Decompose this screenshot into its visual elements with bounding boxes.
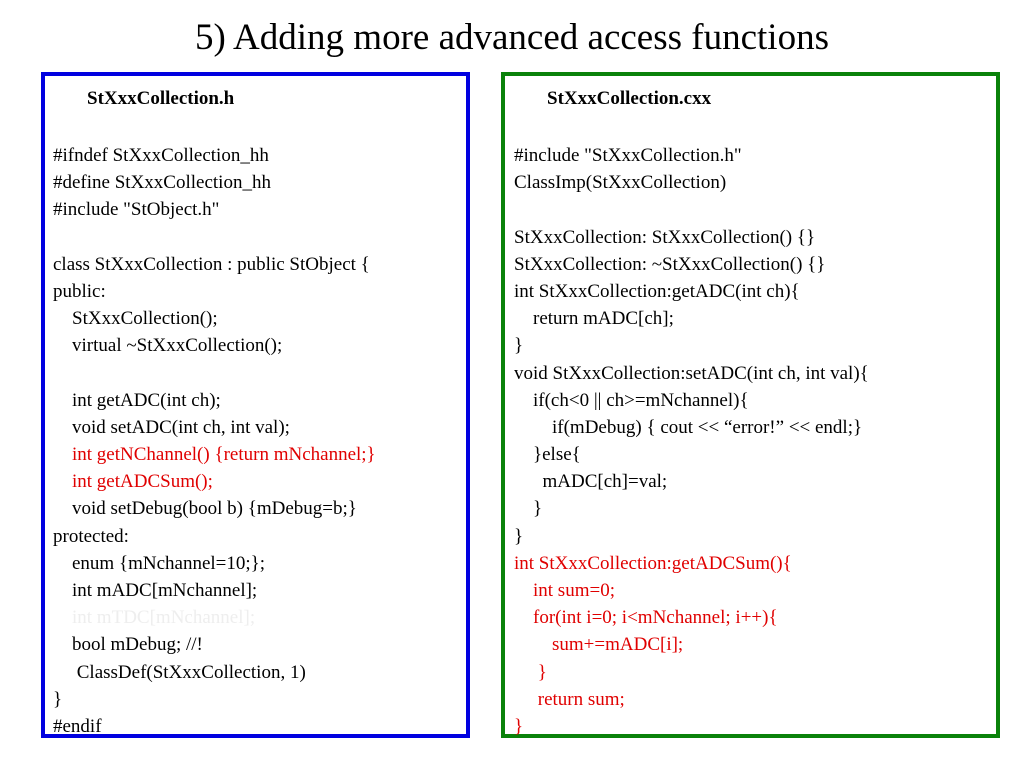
header-file-heading: StXxxCollection.h	[87, 88, 235, 109]
code-line: return mADC[ch];	[514, 308, 674, 330]
code-line: virtual ~StXxxCollection();	[53, 335, 283, 357]
code-line: void setADC(int ch, int val);	[53, 416, 290, 438]
source-file-panel: StXxxCollection.cxx #include "StXxxColle…	[501, 72, 1000, 738]
code-line: #include "StObject.h"	[53, 199, 220, 221]
code-line: bool mDebug; //!	[53, 634, 203, 656]
code-line: void setDebug(bool b) {mDebug=b;}	[53, 498, 357, 520]
code-line: sum+=mADC[i];	[514, 634, 684, 656]
code-line: public:	[53, 280, 106, 302]
code-line: int mTDC[mNchannel];	[53, 607, 256, 629]
code-line: class StXxxCollection : public StObject …	[53, 253, 370, 275]
code-line: }	[514, 525, 524, 547]
code-line: int getADC(int ch);	[53, 389, 221, 411]
code-line: }	[514, 498, 543, 520]
code-line: mADC[ch]=val;	[514, 471, 668, 493]
code-line: int getADCSum();	[53, 471, 213, 493]
code-line: return sum;	[514, 688, 625, 710]
code-line: protected:	[53, 525, 129, 547]
slide-title: 5) Adding more advanced access functions	[195, 17, 829, 58]
code-line	[514, 196, 990, 223]
code-line: #define StXxxCollection_hh	[53, 172, 271, 194]
code-line: ClassDef(StXxxCollection, 1)	[53, 661, 306, 683]
code-line: }	[514, 335, 524, 357]
code-line: StXxxCollection: ~StXxxCollection() {}	[514, 253, 826, 275]
code-line: StXxxCollection: StXxxCollection() {}	[514, 226, 816, 248]
code-line: }	[514, 715, 524, 737]
code-line: void StXxxCollection:setADC(int ch, int …	[514, 362, 869, 384]
code-line: if(mDebug) { cout << “error!” << endl;}	[514, 416, 863, 438]
header-file-panel: StXxxCollection.h #ifndef StXxxCollectio…	[41, 72, 470, 738]
code-line: #include "StXxxCollection.h"	[514, 145, 742, 166]
code-line: #ifndef StXxxCollection_hh	[53, 145, 269, 166]
code-line: if(ch<0 || ch>=mNchannel){	[514, 389, 749, 411]
code-line: int StXxxCollection:getADC(int ch){	[514, 280, 800, 302]
code-line: int getNChannel() {return mNchannel;}	[53, 444, 376, 466]
code-line: enum {mNchannel=10;};	[53, 552, 266, 574]
code-line: int mADC[mNchannel];	[53, 580, 258, 601]
code-line	[53, 224, 460, 251]
code-line: }else{	[514, 444, 581, 466]
code-line: int StXxxCollection:getADCSum(){	[514, 552, 792, 574]
code-line: int sum=0;	[514, 580, 615, 601]
code-line: #endif	[53, 715, 102, 737]
code-line: ClassImp(StXxxCollection)	[514, 172, 727, 194]
code-line: StXxxCollection();	[53, 308, 218, 330]
code-line	[53, 360, 460, 387]
code-line: }	[53, 688, 63, 710]
source-file-code: #include "StXxxCollection.h" ClassImp(StX…	[514, 142, 990, 740]
source-file-heading: StXxxCollection.cxx	[547, 88, 712, 109]
code-line: for(int i=0; i<mNchannel; i++){	[514, 607, 778, 629]
code-line: }	[514, 661, 547, 683]
header-file-code: #ifndef StXxxCollection_hh #define StXxxC…	[53, 142, 460, 740]
